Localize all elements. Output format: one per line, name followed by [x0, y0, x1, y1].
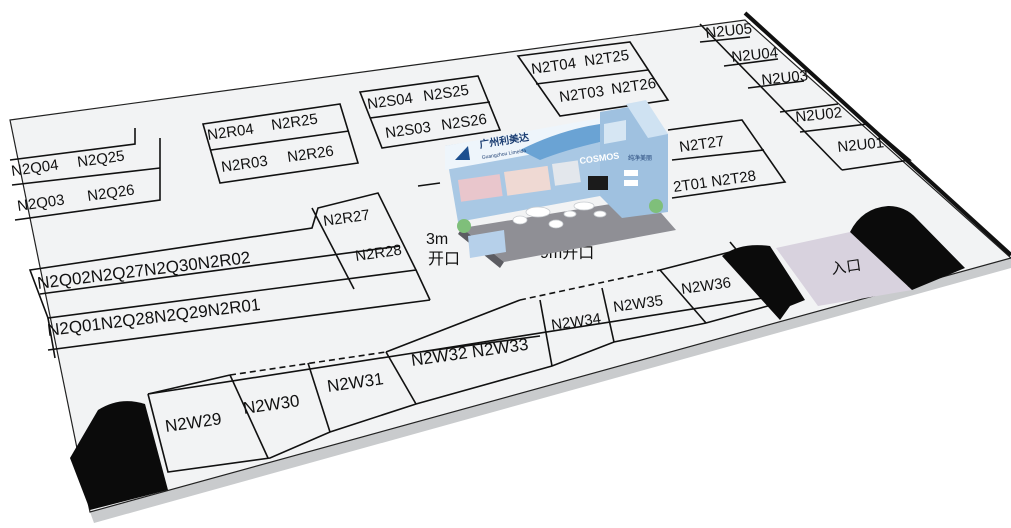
- booth-n2q25[interactable]: N2Q25: [76, 148, 125, 171]
- poster-3: [552, 160, 581, 186]
- booth-n2s04[interactable]: N2S04: [366, 90, 414, 113]
- booth-n2r04[interactable]: N2R04: [206, 121, 255, 144]
- block-middle: [28, 182, 441, 359]
- booth-n2t25[interactable]: N2T25: [583, 47, 630, 70]
- booth-n2s25[interactable]: N2S25: [422, 82, 470, 105]
- plant-right: [649, 199, 663, 213]
- booth-n2u01[interactable]: N2U01: [837, 134, 885, 156]
- booth-n2w36[interactable]: N2W36: [680, 274, 732, 298]
- plant-left: [457, 219, 471, 233]
- opening-side-size: 3m: [426, 231, 448, 248]
- block-n2t: [516, 41, 670, 117]
- booth-n2s26[interactable]: N2S26: [440, 111, 488, 134]
- booth-n2t03[interactable]: N2T03: [558, 83, 605, 106]
- booth-n2r27[interactable]: N2R27: [322, 207, 371, 230]
- block-n2r-top: [201, 103, 360, 184]
- pillar-left: [70, 401, 168, 510]
- booth-n2w35[interactable]: N2W35: [612, 292, 664, 316]
- furniture: [512, 201, 607, 229]
- panel-text: 纯净美丽: [628, 154, 652, 162]
- poster-2: [504, 165, 551, 196]
- block-n2t27: [667, 119, 787, 199]
- booth-n2r25[interactable]: N2R25: [270, 111, 319, 134]
- block-n2u: [699, 23, 912, 171]
- booth-n2q03[interactable]: N2Q03: [16, 192, 65, 215]
- booth-n2u04[interactable]: N2U04: [731, 44, 779, 66]
- booth-n2w34[interactable]: N2W34: [550, 310, 602, 334]
- pillar-entrance-right: [850, 206, 965, 290]
- floor-slab-edge: [90, 258, 1011, 523]
- company-logo-icon: [455, 146, 470, 160]
- block-n2q-top: [9, 128, 161, 221]
- opening-side-label: 开口: [428, 251, 460, 268]
- booth-n2r28[interactable]: N2R28: [354, 242, 403, 265]
- booth-n2q26[interactable]: N2Q26: [86, 182, 135, 205]
- entrance-area[interactable]: [776, 232, 912, 306]
- top-edge-bottom-row: [147, 251, 731, 395]
- booth-n2q04[interactable]: N2Q04: [10, 157, 59, 180]
- entrance-label[interactable]: 入口: [830, 257, 862, 278]
- pillar-right-wall: [722, 245, 805, 320]
- booth-n2t04[interactable]: N2T04: [530, 55, 577, 78]
- tv-screen: [588, 176, 608, 190]
- exhibit-header: [445, 118, 600, 170]
- dashed-aisle-lines: [229, 269, 661, 376]
- block-n2s: [358, 75, 502, 149]
- booth-n2u03[interactable]: N2U03: [761, 67, 809, 89]
- booth-n2u05[interactable]: N2U05: [705, 20, 753, 42]
- back-wall-line: [743, 11, 1011, 257]
- exhibit-booth[interactable]: 广州利美达 Guangzhou Limeida COSMOS 纯净美丽: [445, 100, 676, 268]
- booth-n2t26[interactable]: N2T26: [610, 75, 657, 98]
- booth-n2r26[interactable]: N2R26: [286, 143, 335, 166]
- booth-n2r03[interactable]: N2R03: [220, 153, 269, 176]
- poster-1: [458, 174, 503, 202]
- booth-n2t27[interactable]: N2T27: [678, 133, 725, 156]
- booth-n2u02[interactable]: N2U02: [795, 104, 843, 126]
- reception-counter: [468, 230, 506, 258]
- booth-n2s03[interactable]: N2S03: [384, 119, 432, 142]
